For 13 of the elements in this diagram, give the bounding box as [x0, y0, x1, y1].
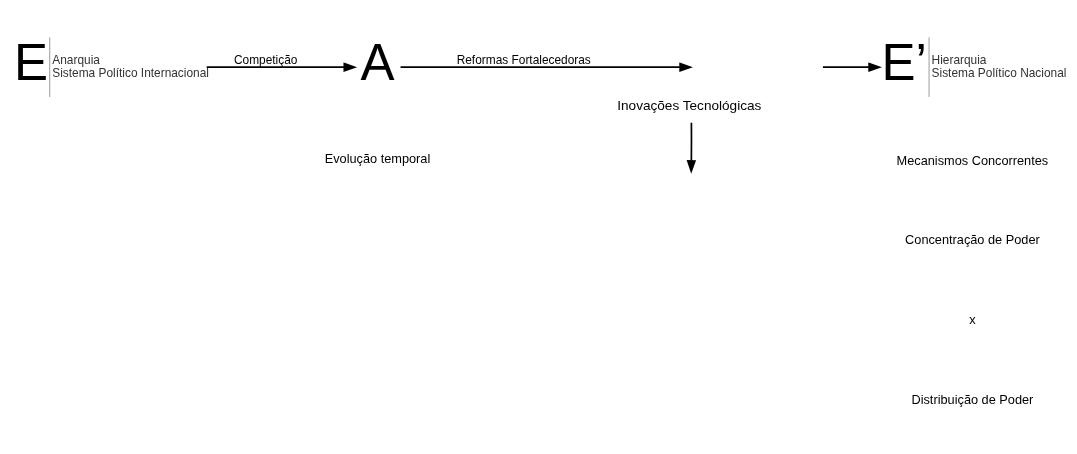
edge-label: Competição — [233, 52, 298, 67]
arrow — [399, 62, 693, 72]
label: x — [969, 312, 976, 328]
edge-label: Reformas Fortalecedoras — [456, 52, 591, 67]
arrow — [205, 62, 358, 72]
label: Mecanismos Concorrentes — [896, 152, 1049, 168]
label: Distribuição de Poder — [911, 392, 1034, 408]
label: Concentração de Poder — [905, 232, 1040, 248]
node-text: Inovações Tecnológicas — [617, 98, 762, 114]
arrow — [686, 121, 697, 174]
node-text: A — [360, 33, 395, 91]
arrow — [822, 62, 882, 72]
label: Evolução temporal — [324, 150, 431, 166]
